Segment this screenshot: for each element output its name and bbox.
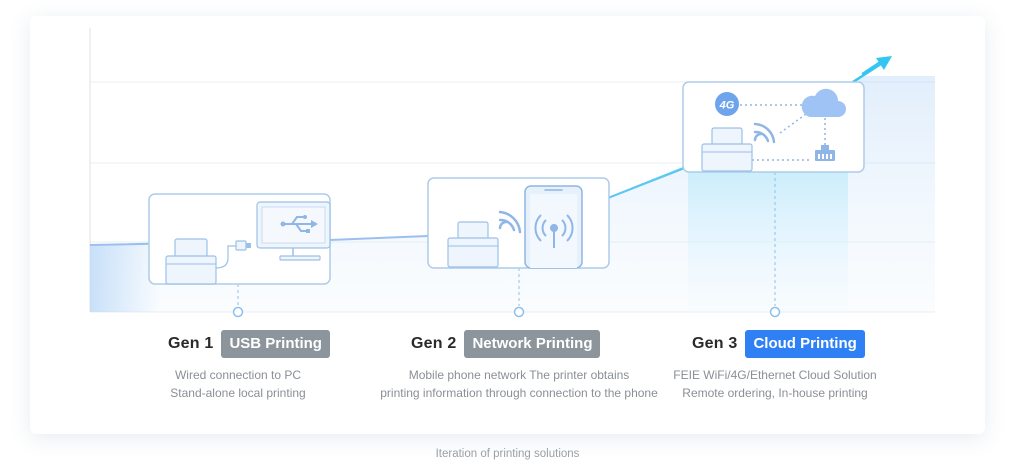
stage-2-badge: Network Printing [464,330,601,358]
usb-icon [280,215,318,233]
gen3-illustration: 4G [682,81,865,173]
stage-2-gen-label: Gen 2 [411,335,457,352]
wifi-icon [498,210,522,234]
stage-1-desc-line2: Stand-alone local printing [170,386,306,400]
growth-line-segment [607,165,689,199]
gen1-illustration [148,193,331,285]
growth-line-end [852,60,885,84]
wifi-icon [753,122,776,144]
stage-2-title: Gen 2 Network Printing [411,330,601,358]
printer-icon [165,238,217,285]
4g-label: 4G [719,100,735,112]
printer-icon [701,127,753,172]
stage-2-description: Mobile phone network The printer obtains… [359,366,679,402]
usb-cable-icon [215,240,251,269]
cloud-icon [801,88,846,117]
figure-caption: Iteration of printing solutions [435,448,580,460]
stage-1-title: Gen 1 USB Printing [168,330,330,358]
stage-1-desc-line1: Wired connection to PC [174,368,302,382]
ethernet-icon [815,145,835,161]
stage-3-badge: Cloud Printing [745,330,865,358]
phone-icon [524,185,583,269]
signal-icon [534,214,574,248]
cloud-glow [688,170,848,312]
arrow-head-icon [876,56,892,70]
stage-3-desc-line2: Remote ordering, In-house printing [682,386,868,400]
stage-3-title: Gen 3 Cloud Printing [692,330,865,358]
stage-3-gen-label: Gen 3 [692,335,738,352]
stage-markers [232,306,781,318]
stage-1-gen-label: Gen 1 [168,335,214,352]
stage-2-desc-line1: Mobile phone network The printer obtains [408,368,630,382]
growth-line-mid [329,235,429,241]
stage-1-badge: USB Printing [221,330,330,358]
stage-3-desc-line1: FEIE WiFi/4G/Ethernet Cloud Solution [673,368,877,382]
connection-lines [740,104,826,161]
stage-2-desc-line2: printing information through connection … [380,386,658,400]
4g-icon: 4G [715,92,739,116]
stage-3-description: FEIE WiFi/4G/Ethernet Cloud Solution Rem… [665,366,885,402]
stage-connectors [237,172,776,306]
gen2-illustration [427,177,610,269]
printer-icon [447,221,499,268]
stage-1-description: Wired connection to PC Stand-alone local… [138,366,338,402]
